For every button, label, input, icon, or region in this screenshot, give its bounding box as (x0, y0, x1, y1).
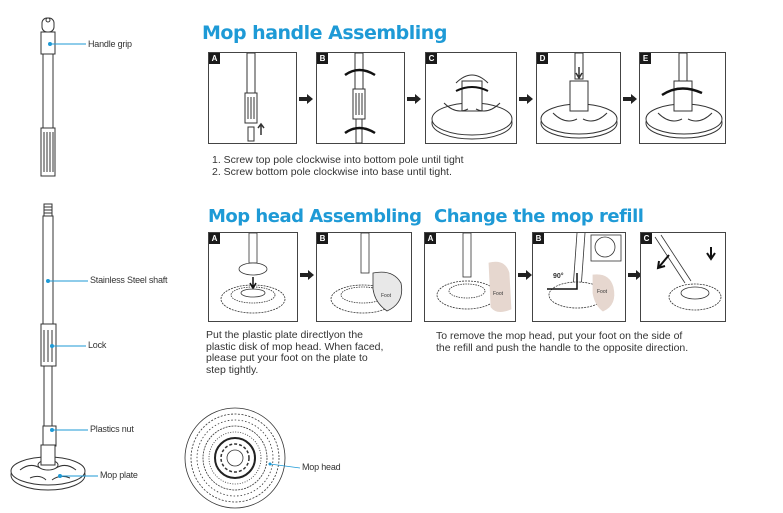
mop-head-illustration (180, 402, 310, 510)
head-section-title: Mop head Assembling (208, 206, 422, 227)
foot-label: Foot (381, 293, 391, 299)
step-tag: C (641, 233, 652, 244)
handle-step-panel-a: A (208, 52, 297, 144)
handle-instruction-1: 1. Screw top pole clockwise into bottom … (212, 155, 464, 167)
handle-instruction-2: 2. Screw bottom pole clockwise into base… (212, 167, 452, 179)
head-step-panel-b: B Foot (316, 232, 412, 322)
refill-section-title: Change the mop refill (434, 206, 643, 227)
label-mop-head: Mop head (302, 462, 340, 472)
foot-label: Foot (493, 291, 503, 297)
angle-label: 90° (553, 273, 564, 280)
step-tag: B (317, 233, 328, 244)
refill-description: To remove the mop head, put your foot on… (436, 331, 688, 354)
arrow-right-icon (299, 94, 313, 104)
handle-step-panel-b: B (316, 52, 405, 144)
label-handle-grip: Handle grip (88, 39, 132, 49)
head-description: Put the plastic plate directlyon the pla… (206, 330, 383, 376)
arrow-right-icon (300, 270, 314, 280)
head-step-panel-a: A (208, 232, 298, 322)
step-tag: E (640, 53, 651, 64)
step-tag: D (537, 53, 548, 64)
label-plastics-nut: Plastics nut (90, 424, 134, 434)
label-lock: Lock (88, 340, 106, 350)
mop-plate-base (11, 426, 85, 490)
step-tag: A (209, 53, 220, 64)
handle-section-title: Mop handle Assembling (202, 22, 447, 44)
handle-step-panel-e: E (639, 52, 726, 144)
arrow-right-icon (519, 94, 533, 104)
parts-diagram (0, 0, 200, 513)
handle-step-panel-c: C (425, 52, 517, 144)
refill-step-panel-c: C (640, 232, 726, 322)
step-tag: B (533, 233, 544, 244)
handle-step-panel-d: D (536, 52, 621, 144)
refill-step-panel-a: A Foot (424, 232, 516, 322)
label-mop-plate: Mop plate (100, 470, 138, 480)
label-steel-shaft: Stainless Steel shaft (90, 275, 167, 285)
arrow-right-icon (518, 270, 532, 280)
handle-pole-top (41, 18, 55, 176)
arrow-right-icon (623, 94, 637, 104)
refill-step-panel-b: B 90° Foot (532, 232, 626, 322)
step-tag: C (426, 53, 437, 64)
arrow-right-icon (407, 94, 421, 104)
step-tag: B (317, 53, 328, 64)
callout-lines (47, 43, 99, 478)
steel-shaft-pole (41, 204, 56, 426)
step-tag: A (209, 233, 220, 244)
foot-label: Foot (597, 289, 607, 295)
step-tag: A (425, 233, 436, 244)
